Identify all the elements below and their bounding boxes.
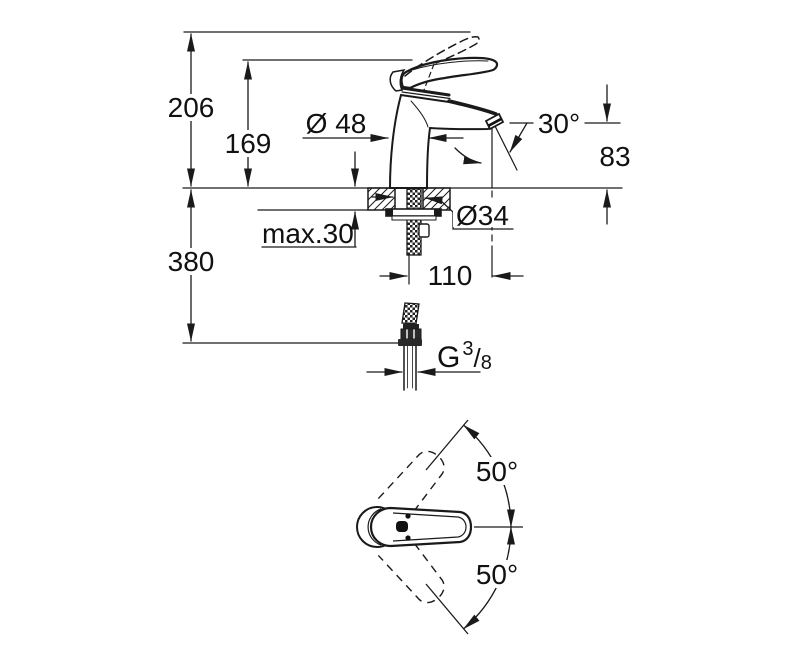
spout-top-edge	[447, 99, 498, 116]
body-inner-curve	[410, 100, 429, 128]
gasket	[391, 215, 437, 221]
dim-spout-angle	[509, 122, 621, 153]
hose-collar	[398, 339, 422, 346]
mounting-washer	[385, 208, 442, 217]
threaded-shank	[406, 187, 422, 256]
cartridge-hidden-line	[423, 63, 435, 91]
escutcheon-band	[400, 86, 451, 97]
handle-logo-mark	[396, 521, 408, 532]
swing-up-label: 50°	[476, 456, 518, 487]
lever-raised-dashed	[404, 36, 480, 77]
dimension-labels: 206 169 380 Ø 48 30° 83 max.30 Ø34 110 G…	[166, 92, 631, 374]
spout-height-label: 83	[599, 141, 630, 172]
shank-fitting	[418, 223, 430, 238]
handle-dot-top	[405, 513, 411, 519]
stream-angle-line	[494, 125, 518, 171]
swing-labels: 50° 50°	[472, 456, 524, 590]
deck-thickness-label: max.30	[262, 218, 354, 249]
stream-swing-arrow	[454, 147, 482, 165]
lever-highlight	[411, 60, 489, 71]
hose-nut	[400, 328, 422, 340]
hole-diameter-label: Ø34	[456, 200, 509, 231]
swing-down-label: 50°	[476, 559, 518, 590]
handle-plan	[356, 506, 473, 548]
spout-angle-label: 30°	[538, 108, 580, 139]
swing-limit-line-down	[425, 583, 469, 635]
hose-depth-label: 380	[168, 246, 215, 277]
overall-height-label: 206	[168, 92, 215, 123]
lever-plan-outline	[369, 506, 473, 548]
lever-plan-inner-line	[392, 512, 467, 542]
base-diameter-label: Ø 48	[306, 108, 367, 139]
lever-height-label: 169	[225, 128, 272, 159]
lever-handle	[400, 56, 499, 90]
dim-deck-thickness	[261, 151, 359, 248]
faucet-body	[388, 36, 518, 189]
lever-pivot	[389, 68, 406, 92]
hose-ferrule	[403, 324, 419, 329]
front-view: 206 169 380 Ø 48 30° 83 max.30 Ø34 110 G…	[166, 31, 631, 391]
spout-projection-label: 110	[428, 260, 473, 291]
handle-dot-bottom	[405, 535, 411, 541]
shank-and-hose	[385, 182, 442, 391]
braided-hose	[401, 302, 420, 325]
connection-pipe	[403, 345, 417, 391]
top-view: 50° 50°	[356, 419, 524, 635]
swing-limit-line-up	[425, 419, 469, 471]
